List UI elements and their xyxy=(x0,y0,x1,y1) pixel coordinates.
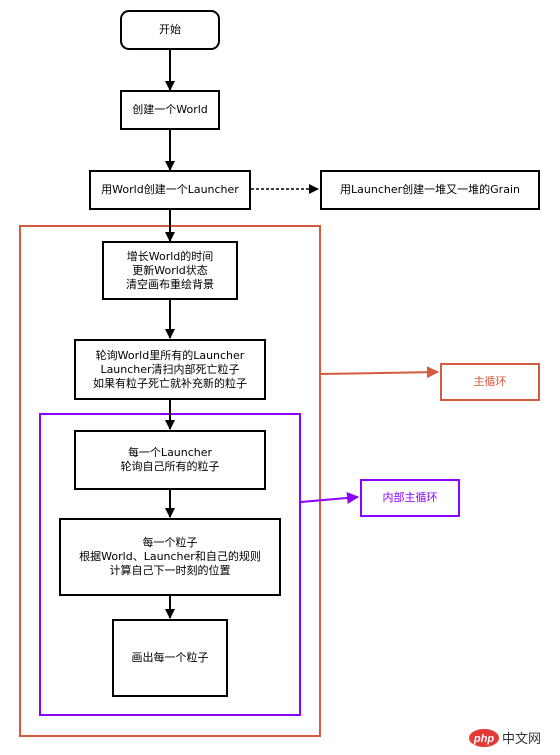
main-loop-label: 主循环 xyxy=(473,375,507,388)
create-grains-label: 用Launcher创建一堆又一堆的Grain xyxy=(340,183,520,196)
php-watermark-logo: php 中文网 xyxy=(469,729,541,747)
poll-launchers-line-1: 轮询World里所有的Launcher xyxy=(95,348,245,362)
svg-text:php: php xyxy=(473,733,494,745)
poll-launchers-line-2: Launcher清扫内部死亡粒子 xyxy=(100,362,240,376)
update-world-node: 增长World的时间 更新World状态 清空画布重绘背景 xyxy=(102,241,238,300)
start-node-label: 开始 xyxy=(159,23,181,36)
each-grain-node: 每一个粒子 根据World、Launcher和自己的规则 计算自己下一时刻的位置 xyxy=(59,518,281,596)
update-world-line-3: 清空画布重绘背景 xyxy=(126,277,214,291)
each-grain-line-3: 计算自己下一时刻的位置 xyxy=(109,564,231,577)
update-world-line-1: 增长World的时间 xyxy=(126,249,214,263)
create-grains-node: 用Launcher创建一堆又一堆的Grain xyxy=(320,170,540,210)
each-launcher-line-2: 轮询自己所有的粒子 xyxy=(120,460,220,473)
edge-inner-loop-label xyxy=(300,491,359,504)
draw-grain-label: 画出每一个粒子 xyxy=(131,651,209,664)
edge-main-loop-label xyxy=(320,366,439,379)
poll-launchers-node: 轮询World里所有的Launcher Launcher清扫内部死亡粒子 如果有… xyxy=(74,339,266,400)
start-node: 开始 xyxy=(120,10,220,50)
each-grain-line-1: 每一个粒子 xyxy=(142,536,198,549)
create-world-node: 创建一个World xyxy=(120,90,220,130)
inner-loop-label-box: 内部主循环 xyxy=(360,479,460,517)
create-launcher-node: 用World创建一个Launcher xyxy=(89,170,251,210)
create-launcher-label: 用World创建一个Launcher xyxy=(101,183,239,196)
svg-text:中文网: 中文网 xyxy=(502,732,541,747)
create-world-label: 创建一个World xyxy=(132,103,208,116)
inner-loop-label: 内部主循环 xyxy=(382,491,438,504)
poll-launchers-line-3: 如果有粒子死亡就补充新的粒子 xyxy=(93,376,247,390)
each-launcher-node: 每一个Launcher 轮询自己所有的粒子 xyxy=(74,430,266,490)
draw-grain-node: 画出每一个粒子 xyxy=(112,619,228,697)
each-grain-line-2: 根据World、Launcher和自己的规则 xyxy=(79,550,261,563)
main-loop-label-box: 主循环 xyxy=(440,363,540,401)
each-launcher-line-1: 每一个Launcher xyxy=(127,446,213,459)
update-world-line-2: 更新World状态 xyxy=(132,263,208,277)
